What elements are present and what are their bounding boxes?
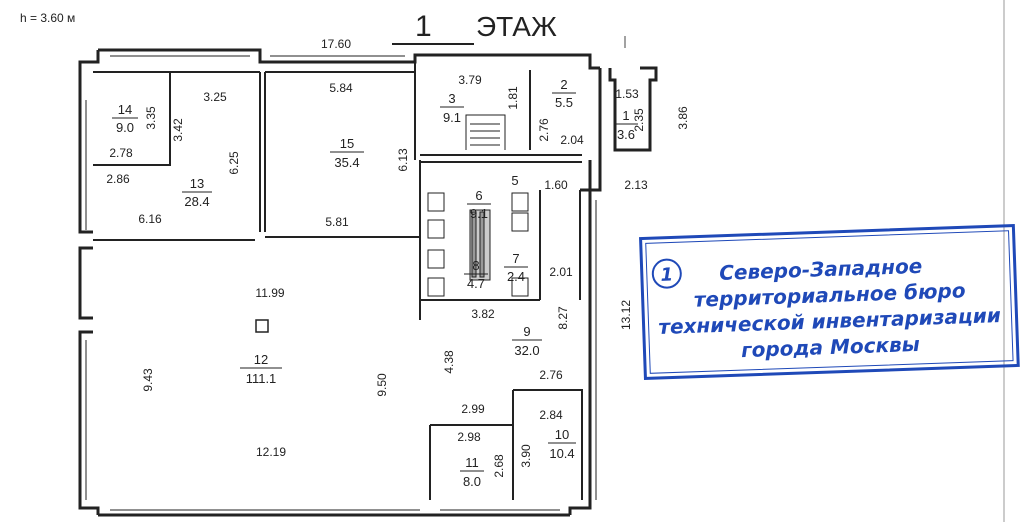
dim-label: 17.60	[321, 37, 351, 51]
svg-text:35.4: 35.4	[334, 155, 359, 170]
svg-text:14: 14	[118, 102, 132, 117]
dim-label: 3.79	[458, 73, 482, 87]
dim-label: 3.82	[471, 307, 495, 321]
dim-label: 2.84	[539, 408, 563, 422]
dim-label: 2.86	[106, 172, 130, 186]
dim-label: 11.99	[255, 286, 284, 300]
stamp-line-4: города Москвы	[741, 332, 920, 362]
svg-text:8.0: 8.0	[463, 474, 481, 489]
svg-text:9.1: 9.1	[443, 110, 461, 125]
svg-text:11: 11	[465, 455, 479, 470]
dim-label: 5.81	[325, 215, 349, 229]
svg-text:3.6: 3.6	[617, 127, 635, 142]
dim-label: 3.86	[676, 106, 690, 130]
bti-stamp: 1 Северо-Западное территориальное бюро т…	[639, 224, 1020, 381]
dim-label: 2.76	[537, 118, 551, 142]
dim-label: 13.12	[619, 300, 633, 330]
dim-label: 3.35	[144, 106, 158, 130]
stamp-frame	[639, 224, 1020, 381]
room-9: 9 32.0	[512, 324, 542, 358]
room-3: 3 9.1	[440, 91, 464, 125]
room-11: 11 8.0	[460, 455, 484, 489]
svg-text:13: 13	[190, 176, 204, 191]
stamp-number: 1	[660, 264, 673, 285]
windows	[85, 55, 597, 511]
ceiling-height-note: h = 3.60 м	[20, 11, 75, 25]
dim-label: 2.76	[539, 368, 563, 382]
outer-walls	[78, 48, 658, 517]
svg-text:32.0: 32.0	[514, 343, 539, 358]
room-10: 10 10.4	[548, 427, 576, 461]
svg-text:2: 2	[560, 77, 567, 92]
dim-label: 9.43	[141, 368, 155, 392]
dim-label: 2.99	[461, 402, 485, 416]
svg-text:9: 9	[523, 324, 530, 339]
svg-text:2.4: 2.4	[507, 269, 525, 284]
svg-text:1: 1	[622, 108, 629, 123]
room-14: 14 9.0	[112, 102, 138, 135]
dim-label: 1.81	[506, 86, 520, 110]
svg-text:28.4: 28.4	[184, 194, 209, 209]
dim-label: 2.04	[560, 133, 584, 147]
dim-label: 2.98	[457, 430, 481, 444]
dim-label: 6.16	[138, 212, 162, 226]
svg-text:3: 3	[448, 91, 455, 106]
room-15: 15 35.4	[330, 136, 364, 170]
dim-label: 2.78	[109, 146, 133, 160]
dimension-labels: 17.60 3.35 3.25 3.42 2.78 2.86 6.25 6.16…	[106, 37, 690, 478]
dim-label: 3.90	[519, 444, 533, 468]
svg-text:15: 15	[340, 136, 354, 151]
dim-label: 1.60	[544, 178, 568, 192]
room-13: 13 28.4	[182, 176, 212, 209]
staircase	[465, 114, 506, 150]
dim-label: 2.35	[632, 108, 646, 132]
svg-text:5.5: 5.5	[555, 95, 573, 110]
room-6: 6 9.1	[467, 188, 491, 221]
room-labels: 14 9.0 13 28.4 15 35.4 3 9.1 2 5.5 1 3.6	[112, 77, 638, 489]
svg-text:12: 12	[254, 352, 268, 367]
dim-label: 2.01	[549, 265, 573, 279]
svg-text:8: 8	[472, 258, 479, 273]
svg-text:10: 10	[555, 427, 569, 442]
floor-label: ЭТАЖ	[476, 11, 557, 42]
dim-label: 2.68	[492, 454, 506, 478]
dim-label: 3.42	[171, 118, 185, 142]
dim-label: 9.50	[375, 373, 389, 397]
svg-text:9.1: 9.1	[470, 206, 488, 221]
dim-label: 6.25	[227, 151, 241, 175]
svg-text:5: 5	[511, 173, 518, 188]
svg-text:6: 6	[475, 188, 482, 203]
dim-label: 4.38	[442, 350, 456, 374]
dim-label: 12.19	[256, 445, 286, 459]
dim-label: 1.53	[615, 87, 639, 101]
interior-walls	[93, 62, 583, 500]
dim-label: 6.13	[396, 148, 410, 172]
svg-text:4.7: 4.7	[467, 276, 485, 291]
dim-label: 3.25	[203, 90, 227, 104]
svg-text:10.4: 10.4	[549, 446, 574, 461]
svg-text:111.1: 111.1	[246, 371, 277, 386]
stamp-number-circle	[651, 258, 682, 289]
room-5: 5	[511, 173, 518, 188]
room-2: 2 5.5	[552, 77, 576, 110]
room-1: 1 3.6	[615, 108, 638, 142]
room-7: 7 2.4	[504, 251, 528, 284]
room-12: 12 111.1	[240, 352, 282, 386]
dim-label: 2.13	[624, 178, 648, 192]
svg-text:9.0: 9.0	[116, 120, 134, 135]
room-8: 8 4.7	[464, 258, 488, 291]
svg-text:7: 7	[512, 251, 519, 266]
sanitary-fixtures	[427, 192, 529, 297]
stamp-inner-frame	[645, 230, 1014, 374]
floor-number: 1	[415, 10, 432, 43]
column-marker	[255, 319, 269, 333]
dim-label: 5.84	[329, 81, 353, 95]
dim-label: 8.27	[556, 306, 570, 330]
